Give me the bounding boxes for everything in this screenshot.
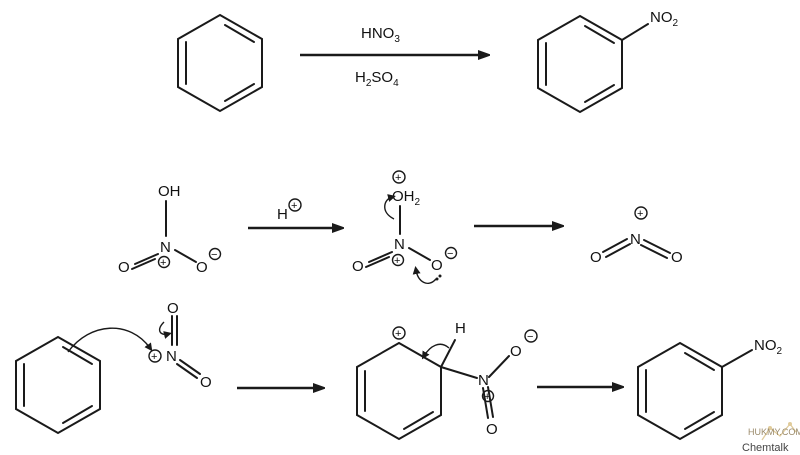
nitronium-charge: +: [637, 208, 643, 220]
watermark-brand: Chemtalk: [742, 442, 789, 454]
oxygen-left-label-2: O: [352, 258, 364, 275]
watermark-site: HUKMY.COM: [748, 427, 800, 437]
sigma-complex: + H N O O + −: [356, 320, 538, 441]
electrophile-charge: +: [151, 351, 157, 363]
nitronium-oxygen-right: O: [671, 249, 683, 266]
electrophile-nitrogen: N: [166, 348, 177, 365]
hydroxyl-label: OH: [158, 183, 181, 200]
nitrogen-charge-2: +: [394, 255, 400, 267]
arenium-charge: +: [395, 328, 401, 340]
nitronium-ion: O N O +: [590, 206, 683, 266]
reaction-arrow-1: HNO3 H2SO4: [300, 25, 488, 89]
sigma-nitrogen: N: [478, 372, 489, 389]
benzene-reactant: [177, 13, 263, 113]
sigma-oxygen-top: O: [510, 343, 522, 360]
oxygen-left-label: O: [118, 259, 130, 276]
curly-arrow-attack: [67, 327, 153, 353]
curly-arrow-reform: [412, 266, 437, 284]
nitrobenzene-product-2: NO2: [637, 337, 783, 441]
sp3-hydrogen: H: [455, 320, 466, 337]
curly-arrow-pi: [158, 321, 172, 339]
nitro-group-label: NO2: [650, 9, 679, 29]
curly-arrow-deprotonation: [421, 343, 450, 360]
electrophile-oxygen-bottom: O: [200, 374, 212, 391]
sigma-nitrogen-charge: +: [484, 391, 490, 403]
watermark-logo: HUKMY.COM Chemtalk: [742, 422, 800, 454]
oh2-label: OH2: [392, 188, 421, 208]
oxygen-charge-2: −: [447, 248, 453, 260]
plus-charge: +: [160, 257, 166, 269]
curly-arrow-leaving: [384, 194, 396, 220]
nitrogen-label-2: N: [394, 236, 405, 253]
proton-label: H: [277, 206, 288, 223]
nitric-acid: OH N O O + −: [118, 183, 222, 276]
oxygen-right-label: O: [196, 259, 208, 276]
proton-charge: +: [291, 200, 297, 212]
benzene-nucleophile: [15, 327, 153, 435]
nitrogen-label: N: [160, 239, 171, 256]
nitronium-nitrogen: N: [630, 231, 641, 248]
electrophile-oxygen-top: O: [167, 300, 179, 317]
nitrobenzene-product-1: NO2: [537, 9, 679, 114]
reagent-h2so4-label: H2SO4: [355, 69, 399, 89]
oxonium-charge: +: [395, 172, 401, 184]
protonation-arrow: H +: [248, 198, 342, 228]
oxygen-right-label-2: O: [431, 257, 443, 274]
minus-charge: −: [211, 249, 217, 261]
nitronium-electrophile: O N O +: [148, 300, 212, 391]
protonated-nitric-acid: + OH2 N O O + −: [352, 170, 458, 284]
sigma-oxygen-charge: −: [527, 331, 533, 343]
logo-mark: [761, 422, 797, 441]
nitro-group-label-2: NO2: [754, 337, 783, 357]
reagent-hno3-label: HNO3: [361, 25, 400, 45]
nitronium-oxygen-left: O: [590, 249, 602, 266]
sigma-oxygen-bottom: O: [486, 421, 498, 438]
